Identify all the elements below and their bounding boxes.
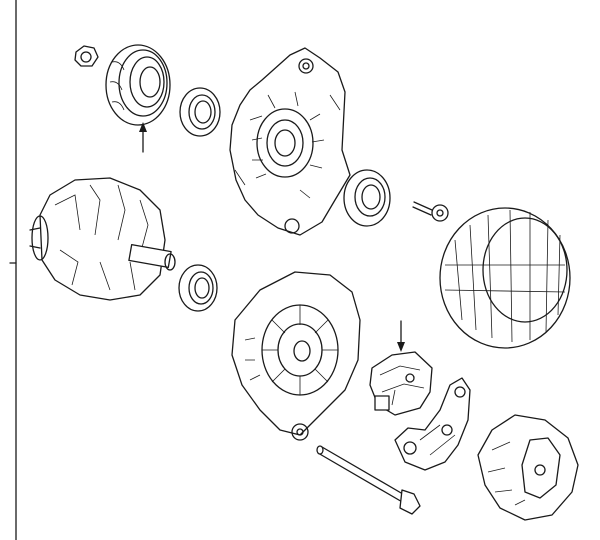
front-housing[interactable] [229,47,351,236]
callout-1-bracket [9,0,17,540]
stator[interactable] [439,207,571,349]
screw[interactable] [412,201,449,222]
through-bolt[interactable] [316,445,421,515]
rear-bearing-upper[interactable] [343,169,391,227]
nut[interactable] [74,45,99,67]
rotor[interactable] [29,177,176,301]
callout-3-arrow [397,320,405,352]
rear-housing[interactable] [231,271,361,441]
rectifier[interactable] [394,377,471,471]
rear-cover[interactable] [477,414,579,521]
rear-bearing-lower[interactable] [178,264,218,312]
voltage-regulator[interactable] [369,351,433,416]
callout-2-arrow [139,122,147,153]
pulley[interactable] [105,44,171,126]
front-bearing[interactable] [179,87,221,137]
